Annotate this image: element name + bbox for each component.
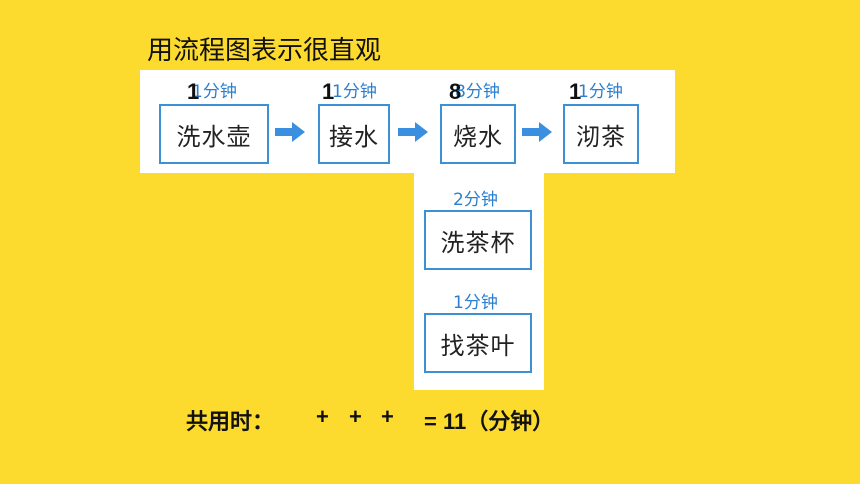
step-box-make-tea: 沏茶 (563, 104, 639, 164)
step-box-wash-cups: 洗茶杯 (424, 210, 532, 270)
step-box-fetch-water: 接水 (318, 104, 390, 164)
arrow-right-icon (522, 122, 552, 142)
step-label: 洗茶杯 (440, 228, 516, 257)
parallel-step-duration: 2分钟 (453, 190, 498, 210)
arrow-right-icon (398, 122, 428, 142)
total-label: 共用时： (186, 410, 275, 435)
step-box-wash-kettle: 洗水壶 (159, 104, 269, 164)
step-label: 烧水 (453, 122, 503, 151)
parallel-step-duration: 1分钟 (453, 293, 498, 313)
step-duration-overlay: 8 (449, 79, 462, 104)
step-label: 接水 (329, 122, 379, 151)
step-duration-overlay: 1 (187, 79, 200, 104)
step-label: 洗水壶 (176, 122, 252, 151)
step-duration: 1分钟 (332, 82, 377, 102)
step-box-find-tea-leaves: 找茶叶 (424, 313, 532, 373)
step-duration: 1分钟 (192, 82, 237, 102)
step-duration: 1分钟 (578, 82, 623, 102)
plus-sign: + (381, 404, 394, 429)
step-label: 沏茶 (576, 122, 626, 151)
total-result: = 11（分钟） (424, 409, 555, 434)
plus-sign: + (316, 404, 329, 429)
page-title: 用流程图表示很直观 (147, 36, 382, 66)
step-duration-overlay: 1 (322, 79, 335, 104)
arrow-right-icon (275, 122, 305, 142)
step-duration-overlay: 1 (569, 79, 582, 104)
step-label: 找茶叶 (440, 331, 516, 360)
step-duration: 8分钟 (455, 82, 500, 102)
plus-sign: + (349, 404, 362, 429)
step-box-boil-water: 烧水 (440, 104, 516, 164)
